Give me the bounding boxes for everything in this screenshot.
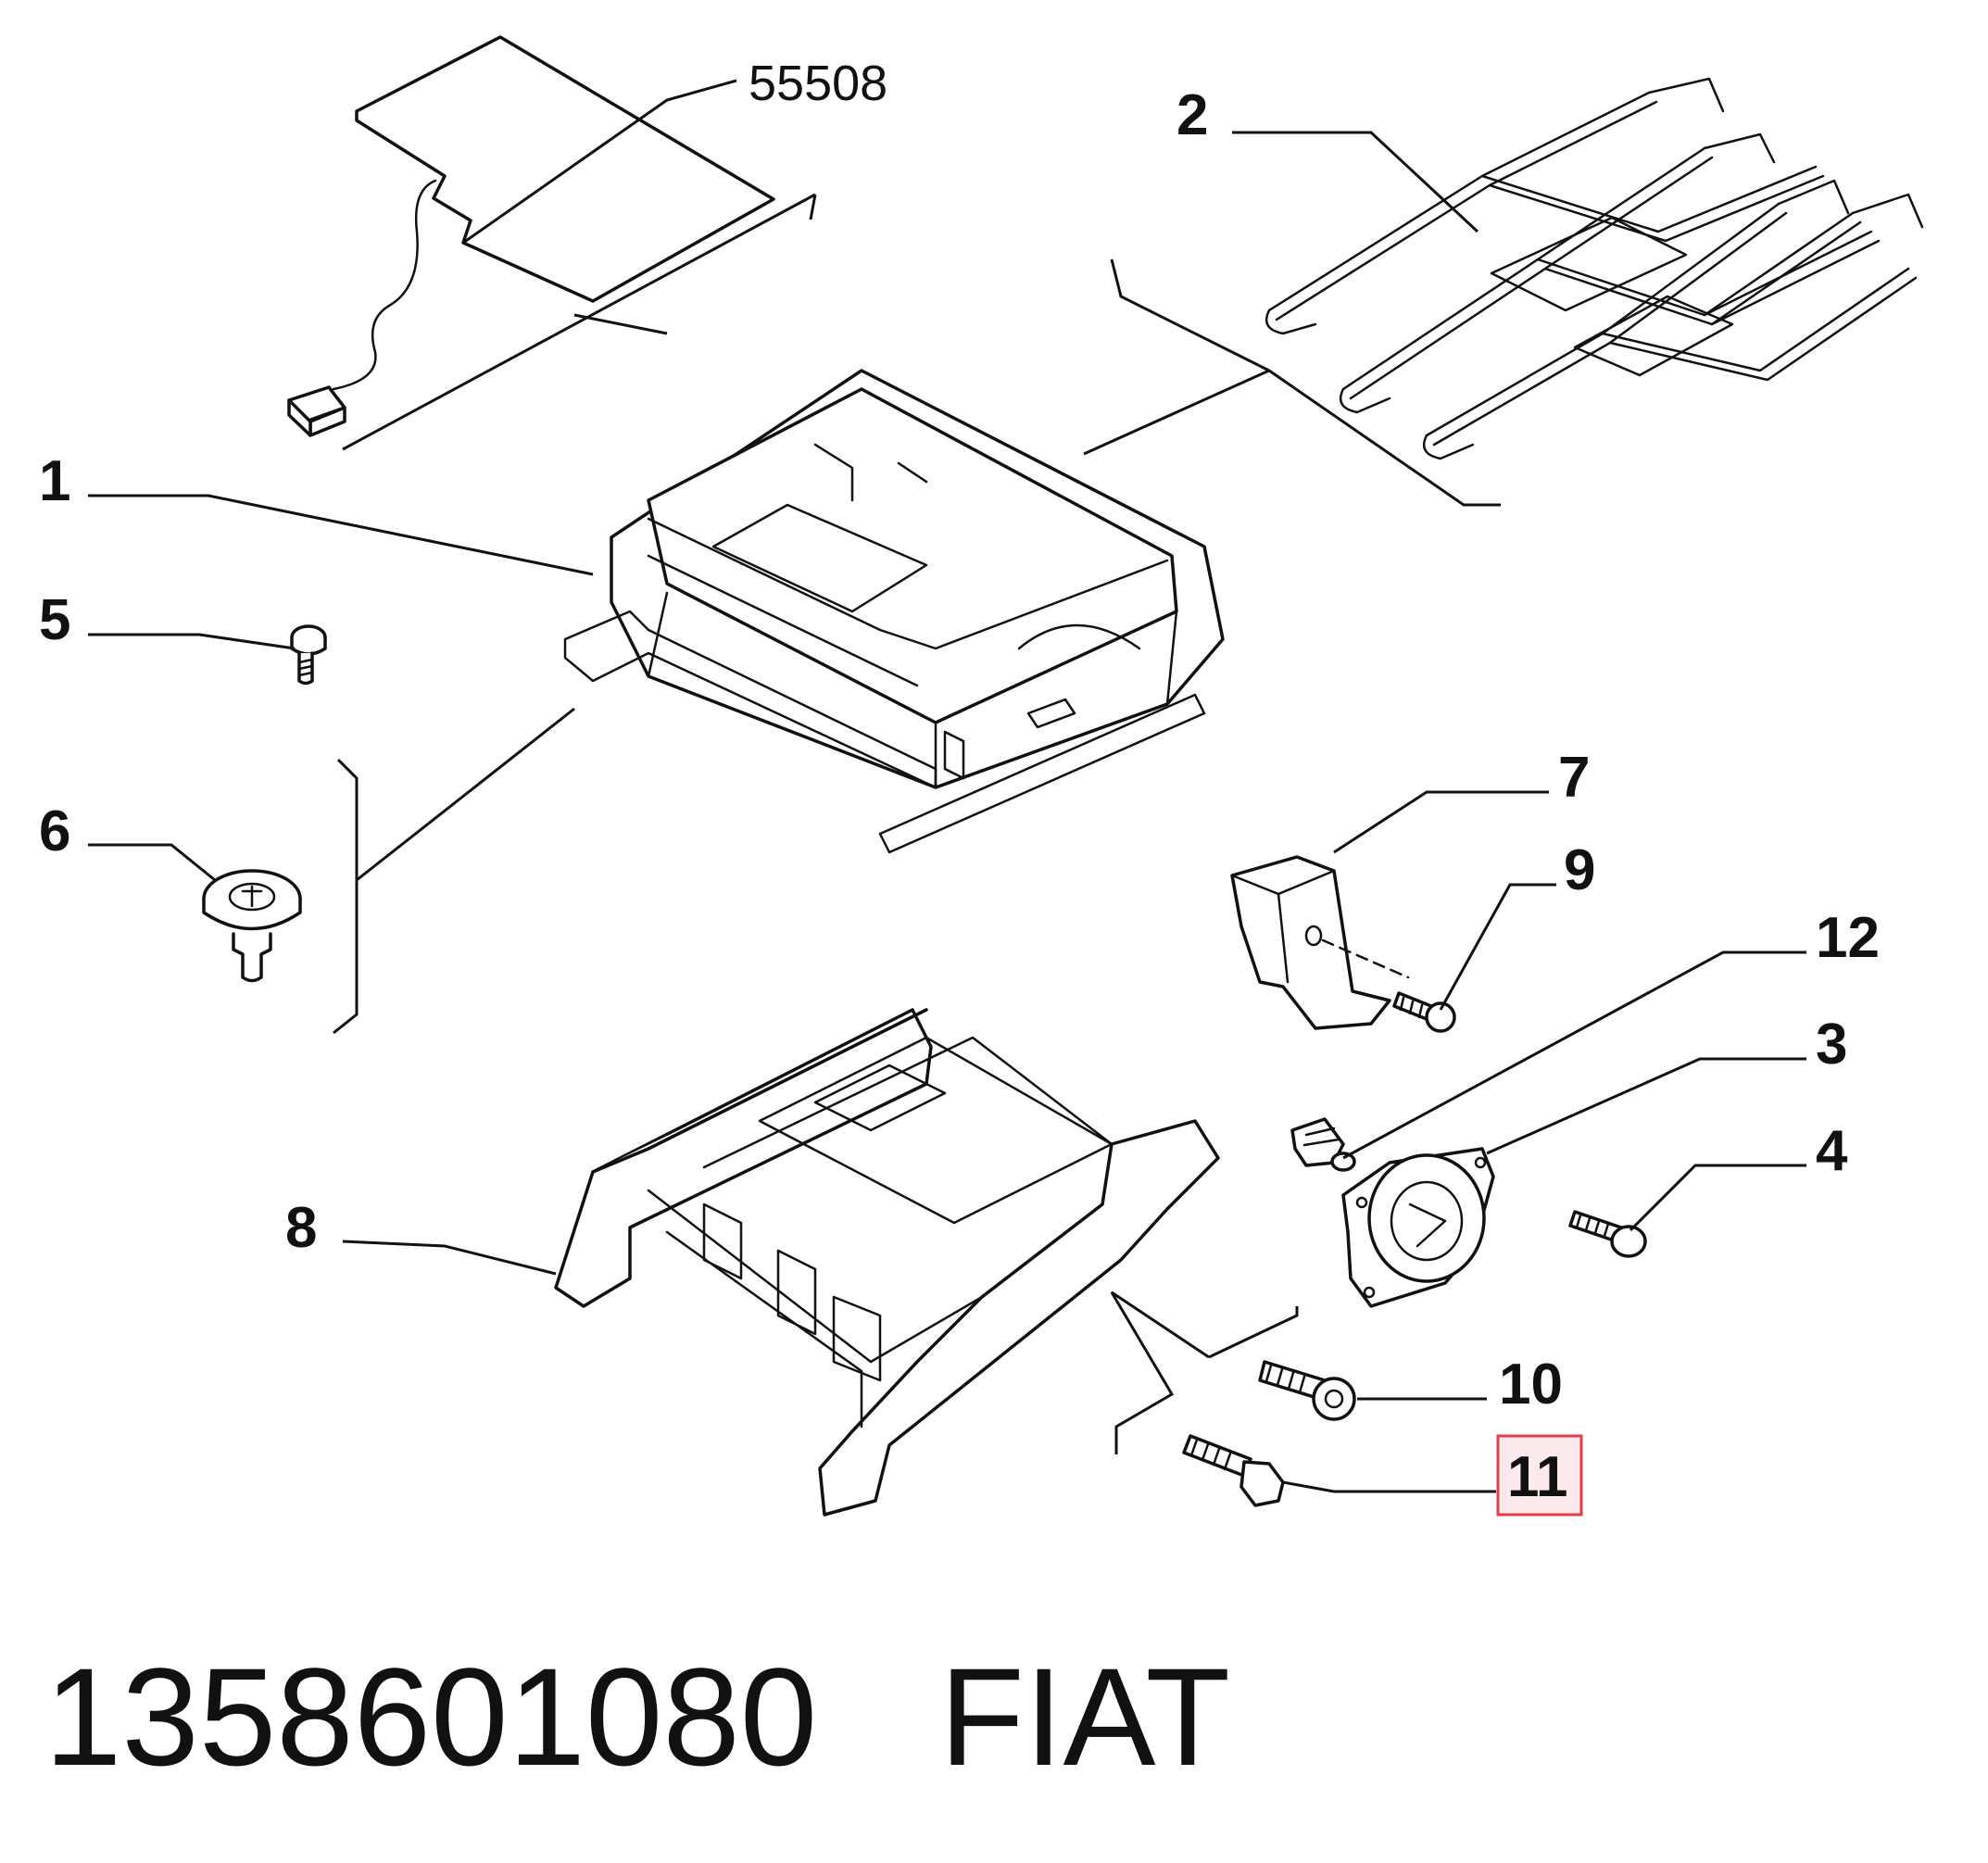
base-frame-part	[554, 1008, 1220, 1517]
leader-lines	[88, 79, 1806, 1493]
callout-1: 1	[39, 449, 70, 513]
callout-11: 11	[1507, 1445, 1568, 1509]
callout-55508: 55508	[749, 56, 887, 111]
bolt-10-part	[1258, 1360, 1356, 1421]
callout-10: 10	[1499, 1353, 1563, 1416]
callout-8: 8	[285, 1196, 317, 1260]
bolt-11-part	[1182, 1434, 1285, 1507]
heating-pad-part	[287, 35, 775, 437]
callout-4: 4	[1816, 1119, 1848, 1183]
plug-part	[202, 869, 302, 983]
screw-9-part	[1392, 991, 1456, 1033]
callout-3: 3	[1816, 1013, 1847, 1076]
callout-9: 9	[1564, 838, 1595, 902]
part-number: 1358601080	[44, 1638, 818, 1794]
bolt-4-part	[1568, 1210, 1647, 1258]
brand-name: FIAT	[939, 1638, 1231, 1794]
trim-cover-part	[1230, 855, 1410, 1030]
small-screw-part	[290, 624, 327, 686]
recliner-disc-part	[1341, 1147, 1495, 1308]
spring-mat-part	[1265, 77, 1924, 460]
footer: 1358601080 FIAT	[44, 1639, 1230, 1794]
callout-2: 2	[1176, 83, 1208, 147]
callout-7: 7	[1558, 746, 1590, 810]
exploded-parts-diagram: 55508 2 1 5 6 7 9 12 3 4 8 10 11	[39, 35, 1924, 1517]
callout-12: 12	[1816, 906, 1880, 970]
clip-12-part	[1290, 1117, 1356, 1172]
callout-6: 6	[39, 799, 70, 863]
callout-5: 5	[39, 588, 70, 652]
highlight-box	[1496, 1434, 1583, 1517]
seat-frame-part	[563, 369, 1225, 854]
